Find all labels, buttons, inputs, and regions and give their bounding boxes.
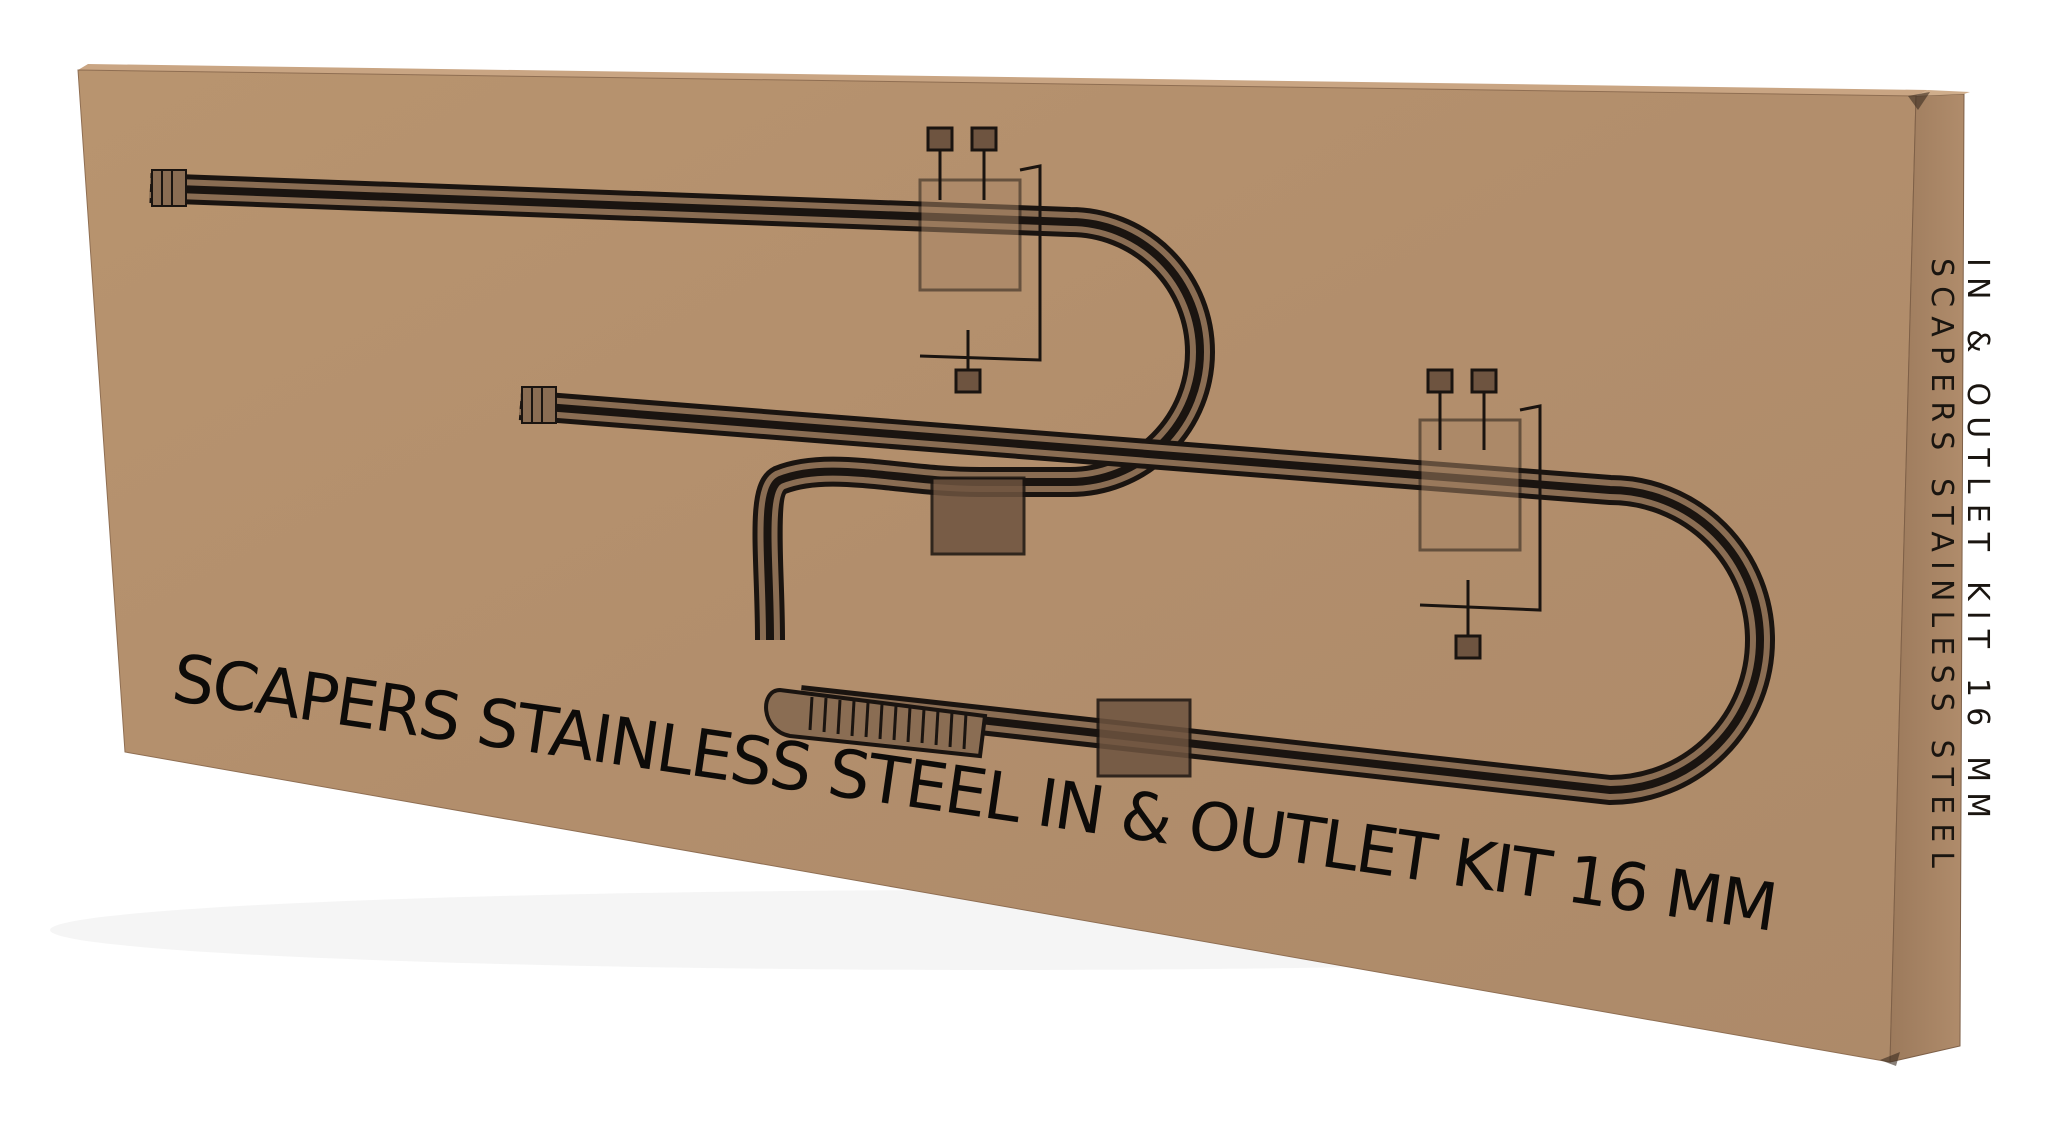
inflow-hose-barb — [521, 386, 557, 424]
mounting-clamp — [1418, 368, 1542, 660]
pipe-connector — [1096, 698, 1192, 778]
pipe-illustration — [149, 126, 1775, 806]
side-panel-text: SCAPERS STAINLESS STEEL IN & OUTLET KIT … — [1924, 258, 1995, 868]
outflow-pipe — [149, 169, 1215, 641]
box-corner-fold-bottom — [1880, 1052, 1900, 1066]
outflow-hose-barb — [151, 169, 187, 207]
side-title-line-1: SCAPERS STAINLESS STEEL — [1924, 258, 1959, 868]
side-title-line-2: IN & OUTLET KIT 16 MM — [1960, 258, 1995, 818]
intake-strainer — [764, 687, 988, 759]
mounting-clamp — [918, 126, 1042, 394]
box-corner-fold-top — [1908, 92, 1930, 110]
pipe-connector — [930, 476, 1026, 556]
inflow-pipe — [518, 386, 1775, 806]
box-top-edge — [78, 64, 1928, 96]
box-side-flap — [1916, 90, 1970, 96]
